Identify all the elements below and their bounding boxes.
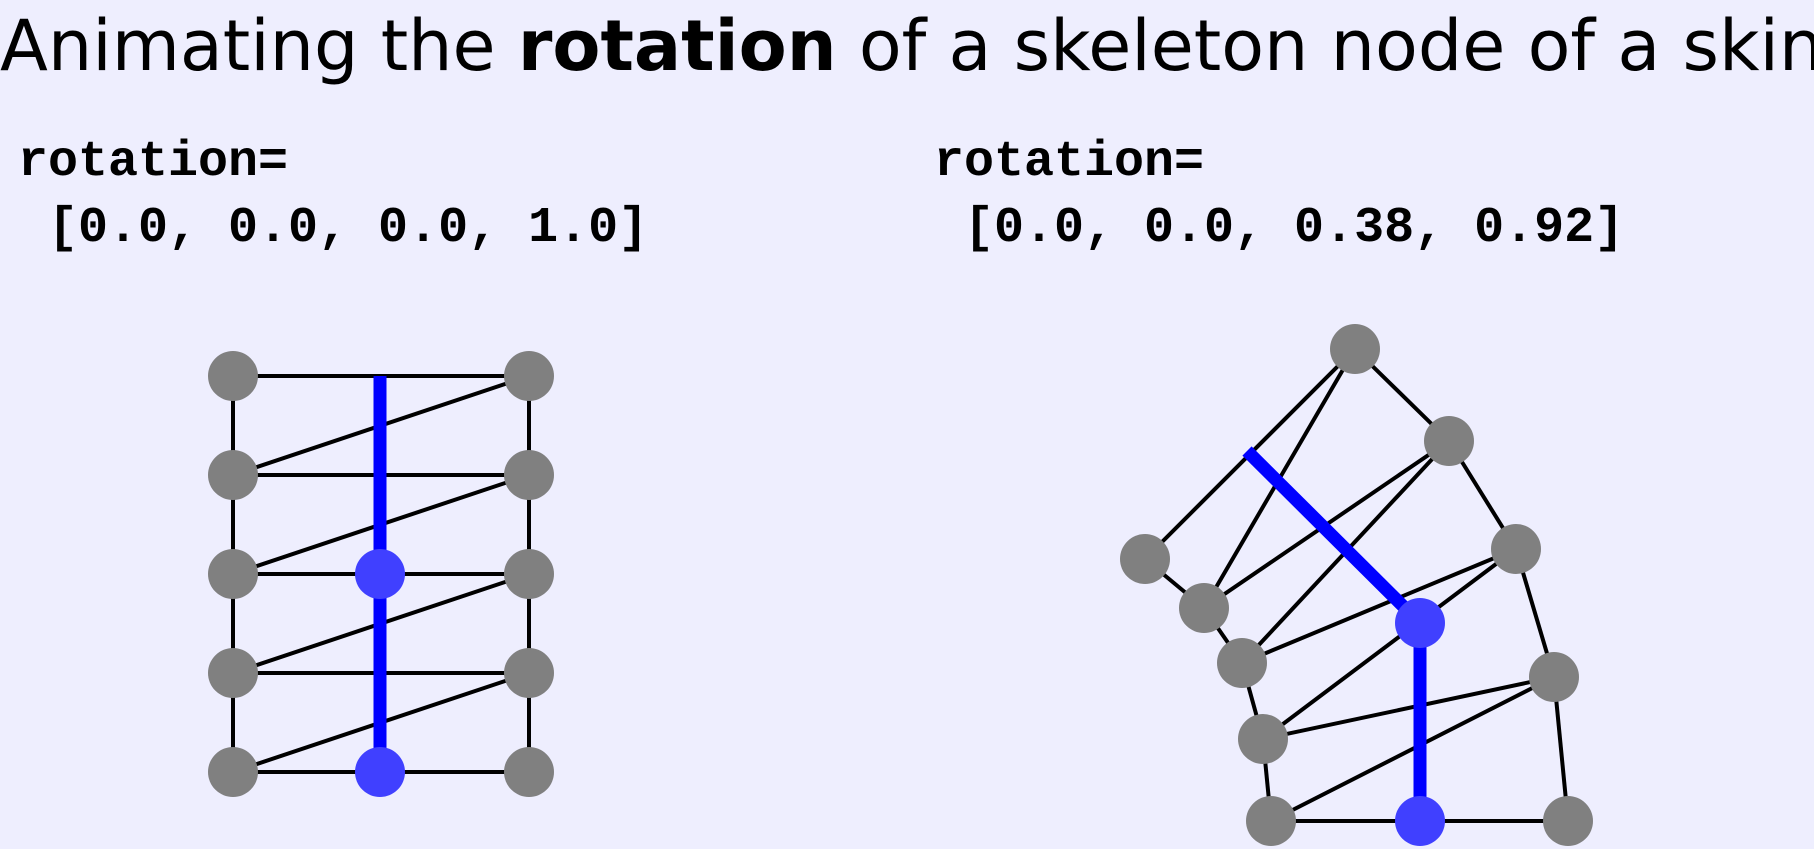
unrotated-skin-mesh <box>208 351 554 797</box>
right-rotation-value: [0.0, 0.0, 0.38, 0.92] <box>934 200 1625 257</box>
vertex <box>1246 796 1296 846</box>
title-emphasis: rotation <box>517 5 837 87</box>
vertex <box>208 747 258 797</box>
title-suffix: of a skeleton node of a skin: <box>836 5 1814 87</box>
left-rotation-readout: rotation= [0.0, 0.0, 0.0, 1.0] <box>18 130 648 262</box>
mesh-edge <box>1270 675 1555 823</box>
mesh-edge <box>1261 547 1518 741</box>
joint <box>1395 598 1445 648</box>
vertex <box>208 450 258 500</box>
bone <box>1242 446 1425 628</box>
vertex <box>208 351 258 401</box>
right-rotation-readout: rotation= [0.0, 0.0, 0.38, 0.92] <box>934 130 1624 262</box>
vertex <box>1491 524 1541 574</box>
vertex <box>208 549 258 599</box>
vertex <box>1179 583 1229 633</box>
left-rotation-value: [0.0, 0.0, 0.0, 1.0] <box>18 200 649 257</box>
right-rotation-label: rotation= <box>934 134 1205 191</box>
vertex <box>1120 534 1170 584</box>
joint <box>1395 796 1445 846</box>
vertex <box>1217 638 1267 688</box>
rotated-skin-mesh <box>1120 324 1593 846</box>
vertex <box>504 648 554 698</box>
title-prefix: Animating the <box>0 5 518 87</box>
left-rotation-label: rotation= <box>18 134 289 191</box>
vertex <box>208 648 258 698</box>
page-title: Animating the rotation of a skeleton nod… <box>0 4 1814 88</box>
vertex <box>504 549 554 599</box>
vertex <box>504 351 554 401</box>
vertex <box>1424 416 1474 466</box>
joint <box>355 747 405 797</box>
vertex <box>1330 324 1380 374</box>
vertex <box>1529 652 1579 702</box>
vertex <box>504 747 554 797</box>
mesh-edge <box>1241 547 1517 665</box>
mesh-edge <box>1262 675 1555 741</box>
vertex <box>1543 796 1593 846</box>
joint <box>355 549 405 599</box>
vertex <box>504 450 554 500</box>
vertex <box>1238 714 1288 764</box>
